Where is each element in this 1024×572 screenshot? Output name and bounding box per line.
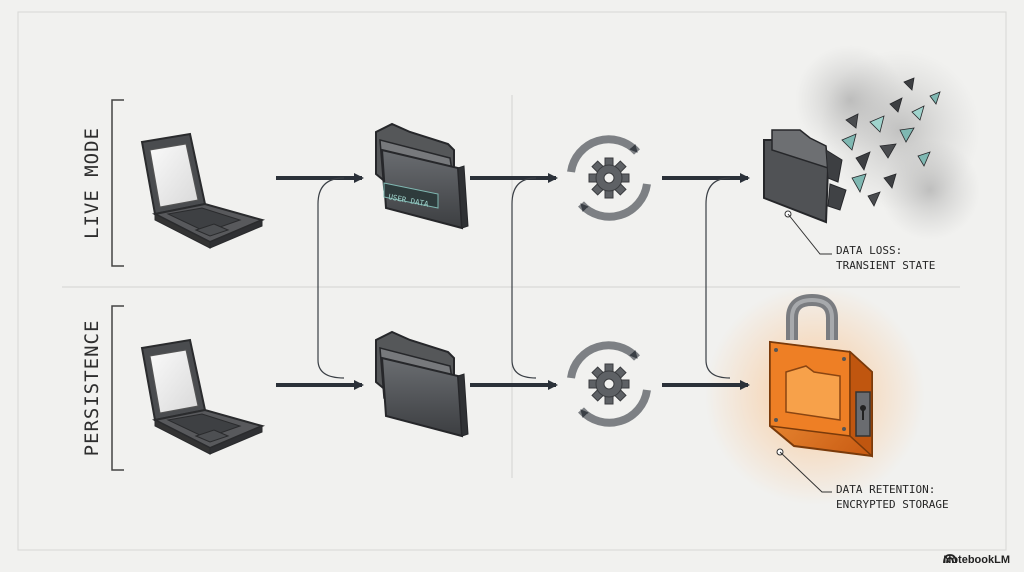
- row-label-live-mode: LIVE MODE: [81, 127, 103, 239]
- smoke-cloud: [880, 140, 980, 240]
- laptop-icon: [141, 133, 263, 249]
- folder-shard: [841, 77, 941, 207]
- brand-name: NotebookLM: [943, 554, 1010, 566]
- connector-line: [317, 177, 345, 379]
- callout-retention-subtitle: ENCRYPTED STORAGE: [836, 498, 949, 511]
- sync-gear-icon: [571, 139, 647, 216]
- connector-line: [511, 177, 537, 379]
- callout-loss-subtitle: TRANSIENT STATE: [836, 259, 936, 272]
- frame-border: [17, 11, 1007, 551]
- shattered-folder-icon: [763, 129, 847, 224]
- folder-tag: USER DATA: [383, 182, 439, 209]
- folder-icon: [375, 331, 469, 437]
- laptop-icon: [141, 339, 263, 455]
- bracket-persistence: [111, 305, 124, 471]
- brand-watermark: NotebookLM: [943, 554, 1010, 566]
- callout-retention-title: DATA RETENTION:: [836, 483, 936, 496]
- callout-loss-title: DATA LOSS:: [836, 244, 903, 257]
- callout-data-loss: DATA LOSS: TRANSIENT STATE: [836, 243, 935, 273]
- sync-gear-icon: [571, 345, 647, 422]
- connector-line: [705, 177, 731, 379]
- folder-icon: [375, 123, 469, 229]
- callout-data-retention: DATA RETENTION: ENCRYPTED STORAGE: [836, 482, 949, 512]
- padlock-icon: [769, 293, 873, 458]
- callout-leader-loss: [784, 210, 832, 255]
- callout-leader-retention: [776, 448, 832, 493]
- notebooklm-logo-icon: [943, 554, 958, 564]
- row-label-persistence: PERSISTENCE: [81, 319, 103, 457]
- bracket-live-mode: [111, 99, 124, 267]
